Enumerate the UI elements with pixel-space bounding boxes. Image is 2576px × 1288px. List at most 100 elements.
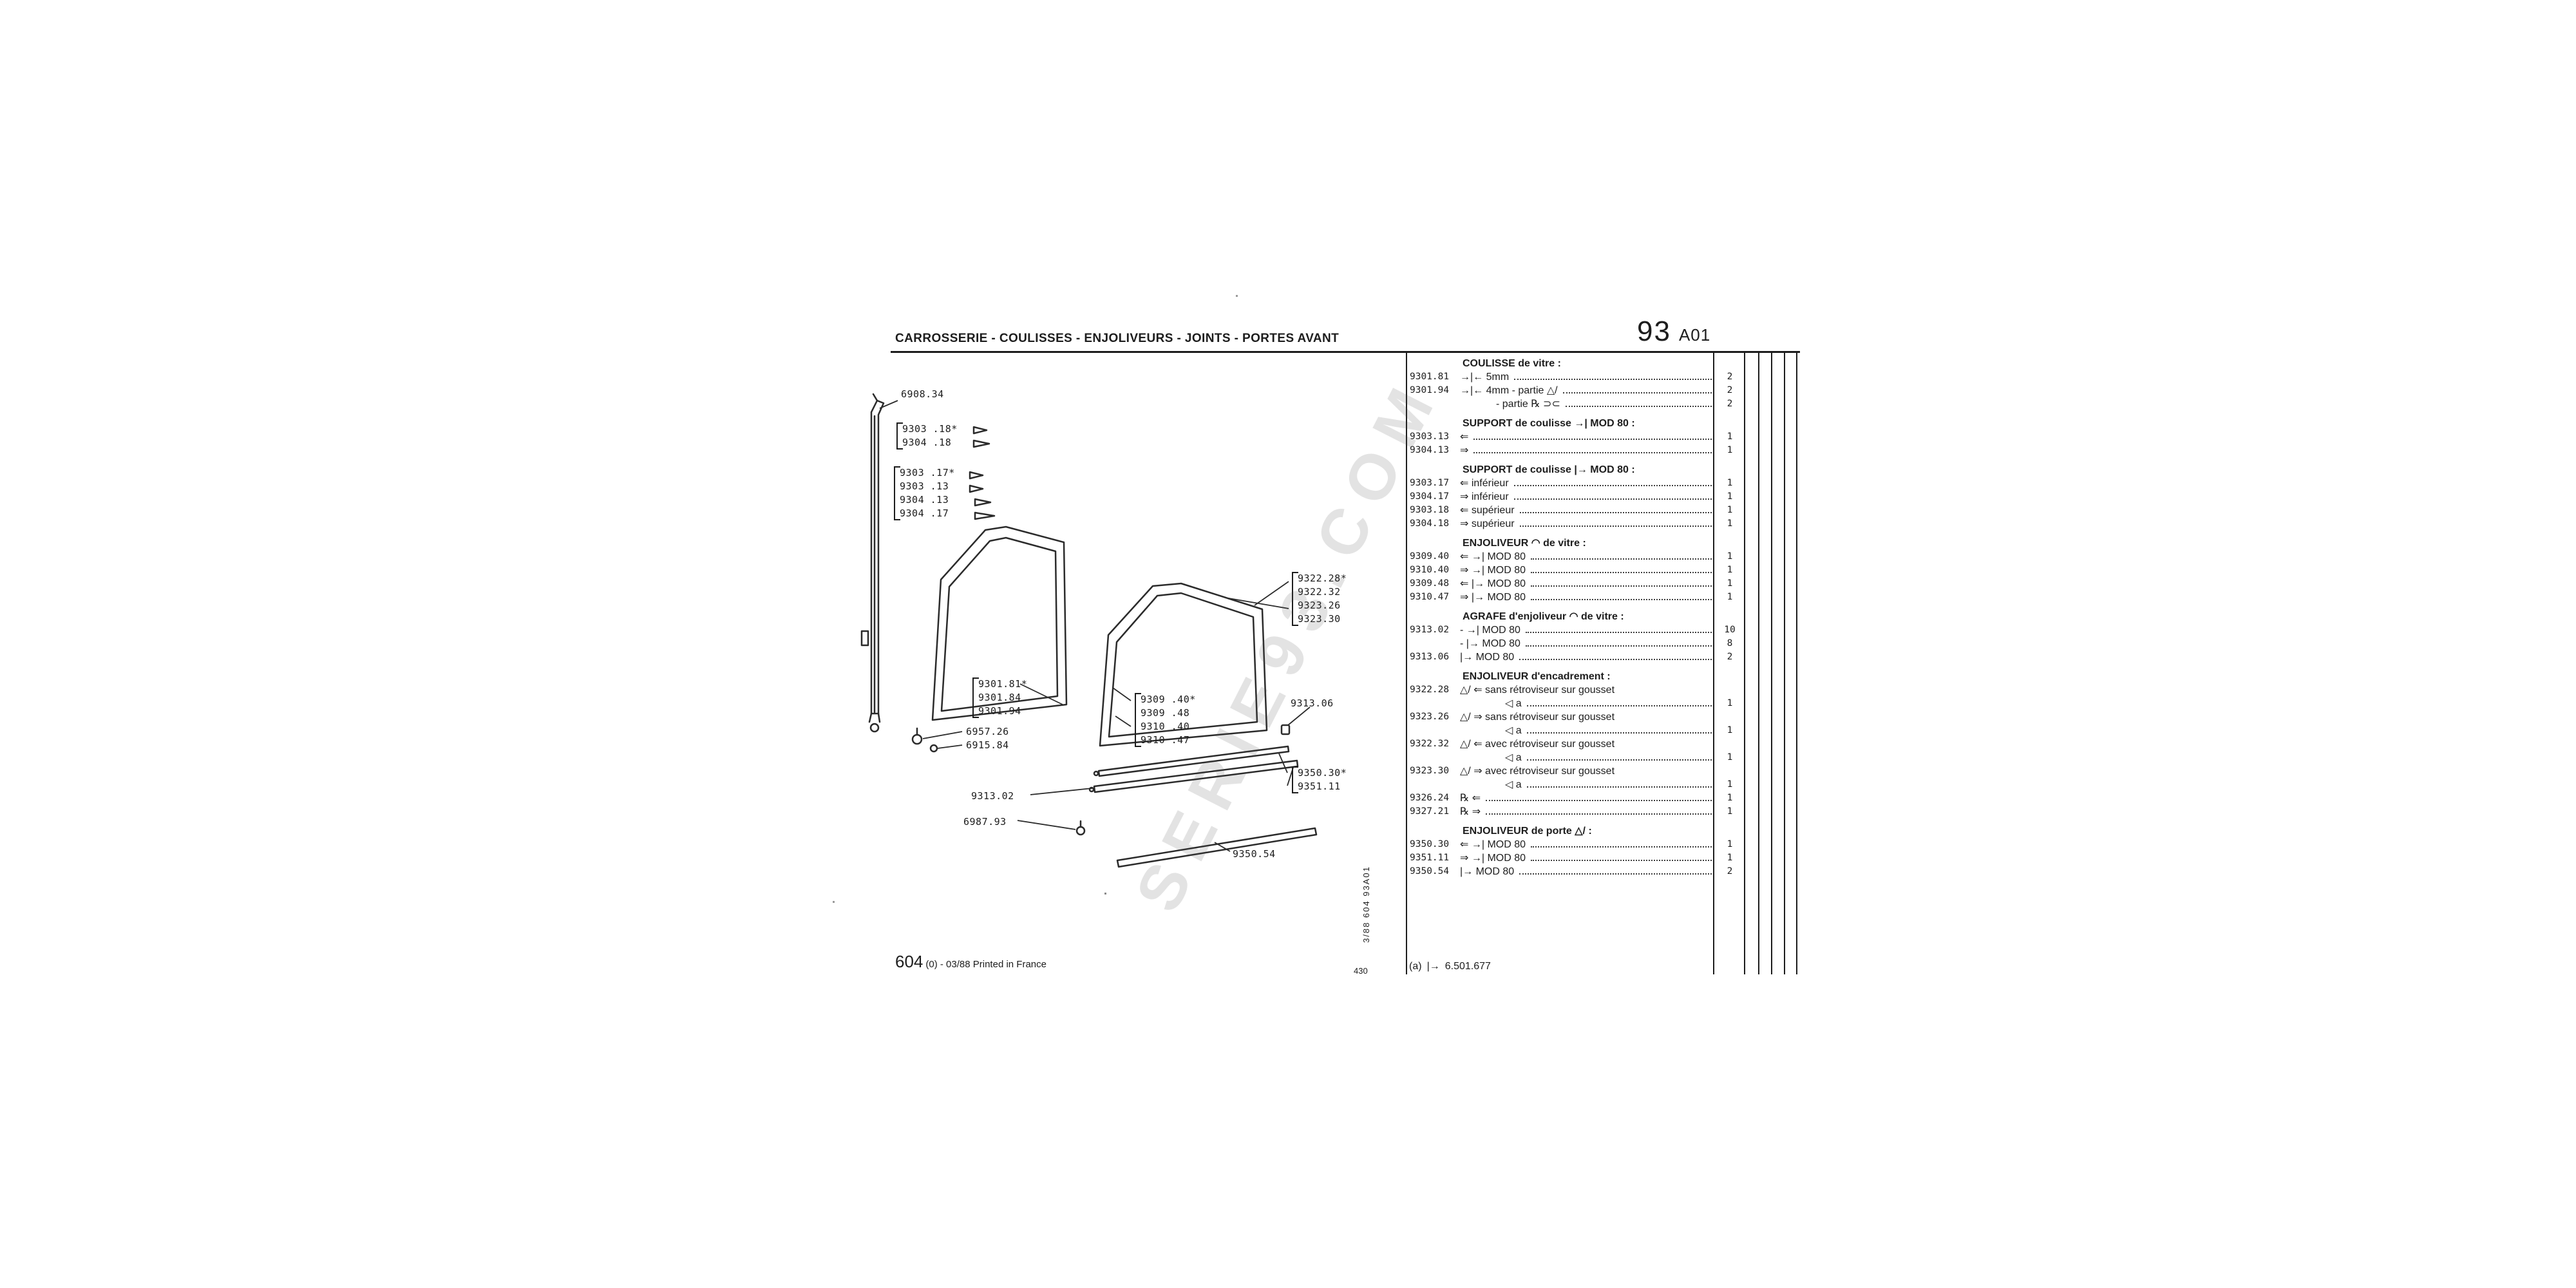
part-number-label: 9309 .40* [1141, 694, 1196, 705]
dot-leader [1473, 438, 1712, 440]
part-number-label: 6908.34 [901, 388, 944, 400]
part-number-label: 6957.26 [966, 726, 1009, 737]
dot-leader [1519, 658, 1712, 660]
part-number-label: 9350.30* [1298, 767, 1347, 779]
part-qty: 1 [1727, 551, 1733, 562]
part-qty: 2 [1727, 372, 1733, 382]
part-ref: 9303.13 [1410, 431, 1450, 442]
diagram-callout: 9303 .18*9304 .18 [896, 422, 958, 450]
section-heading: ENJOLIVEUR de porte △/ : [1463, 826, 1592, 837]
part-ref: 9310.40 [1410, 565, 1450, 575]
part-number-label: 9323.26 [1298, 600, 1341, 611]
part-qty: 2 [1727, 652, 1733, 662]
part-number-label: 9310 .47 [1141, 734, 1190, 746]
section-heading: ENJOLIVEUR ◠ de vitre : [1463, 538, 1586, 549]
table-right-rule-3 [1771, 353, 1772, 974]
footnote-label: (a) [1409, 961, 1422, 972]
part-qty: 1 [1727, 839, 1733, 849]
part-desc: ⇒ [1460, 445, 1469, 456]
table-right-rule-2 [1758, 353, 1759, 974]
part-desc: ◁ a [1505, 779, 1522, 790]
part-ref: 9310.47 [1410, 592, 1450, 602]
part-desc: △/ ⇒ avec rétroviseur sur gousset [1460, 766, 1615, 777]
part-number-label: 9313.02 [971, 790, 1014, 802]
edition-note: (0) - 03/88 Printed in France [925, 959, 1046, 970]
header-rule [891, 351, 1800, 353]
part-ref: 9304.13 [1410, 445, 1450, 455]
window-frame-front-inner [940, 536, 1059, 712]
part-ref: 9313.02 [1410, 625, 1450, 635]
diagram-callout: 9350.54 [1233, 848, 1276, 861]
part-qty: 2 [1727, 399, 1733, 409]
diagram-callout: 9350.30*9351.11 [1292, 766, 1347, 793]
catalog-footer: 604 (0) - 03/88 Printed in France [895, 952, 1046, 972]
diagram-callout: 6908.34 [901, 388, 944, 401]
part-row: 9323.30△/ ⇒ avec rétroviseur sur gousset [1407, 764, 1744, 778]
part-qty: 1 [1727, 565, 1733, 575]
part-qty: 10 [1724, 625, 1736, 635]
part-desc: ⇐ inférieur [1460, 478, 1509, 489]
part-desc: |→ MOD 80 [1460, 866, 1515, 877]
table-section: ENJOLIVEUR de porte △/ :9350.30⇐ →| MOD … [1407, 824, 1744, 878]
part-desc: →|← 4mm - partie △/ [1460, 385, 1558, 396]
part-ref: 9309.48 [1410, 578, 1450, 589]
part-number-label: 9304 .17 [900, 507, 949, 519]
spine-number: 430 [1354, 966, 1368, 976]
table-left-border [1406, 353, 1407, 974]
part-number-label: 9309 .48 [1141, 707, 1190, 719]
diagram-callout: 6987.93 [963, 815, 1007, 829]
dot-leader [1513, 498, 1712, 500]
window-frame-rear-outer [1099, 582, 1268, 747]
section-heading: SUPPORT de coulisse →| MOD 80 : [1463, 418, 1635, 429]
part-number-label: 9301.81* [978, 678, 1028, 690]
part-number-label: 6987.93 [963, 816, 1007, 828]
part-qty: 1 [1727, 578, 1733, 589]
part-qty: 8 [1727, 638, 1733, 649]
dot-leader [1531, 598, 1712, 600]
part-desc: ⇒ supérieur [1460, 518, 1515, 529]
clip-6915 [929, 744, 938, 753]
part-number-label: 9304 .18 [902, 437, 952, 448]
part-number-label: 9350.54 [1233, 848, 1276, 860]
part-row: ◁ a 1 [1407, 697, 1744, 710]
table-section: SUPPORT de coulisse →| MOD 80 :9303.13⇐1… [1407, 417, 1744, 457]
part-desc: △/ ⇐ avec rétroviseur sur gousset [1460, 739, 1615, 750]
dot-leader [1525, 645, 1712, 647]
part-ref: 9351.11 [1410, 853, 1450, 863]
page-edge-rule [1796, 353, 1797, 974]
part-qty: 1 [1727, 698, 1733, 708]
from-mod-icon: |→ [1426, 961, 1440, 972]
part-desc: ◁ a [1505, 698, 1522, 709]
dot-leader [1519, 873, 1712, 875]
part-desc: ⇒ inférieur [1460, 491, 1509, 502]
dot-leader [1519, 525, 1712, 527]
part-ref: 9326.24 [1410, 793, 1450, 803]
dot-leader [1565, 405, 1712, 407]
part-ref: 9303.17 [1410, 478, 1450, 488]
part-desc: ℞ ⇐ [1460, 793, 1481, 804]
part-qty: 1 [1727, 592, 1733, 602]
dot-leader [1531, 558, 1712, 560]
part-row: 9323.26△/ ⇒ sans rétroviseur sur gousset [1407, 710, 1744, 724]
part-ref: 9322.28 [1410, 685, 1450, 695]
part-qty: 1 [1727, 793, 1733, 803]
dot-leader [1473, 451, 1712, 453]
page-number-block: 93 A01 [1637, 316, 1710, 348]
clip-6957 [911, 734, 923, 745]
